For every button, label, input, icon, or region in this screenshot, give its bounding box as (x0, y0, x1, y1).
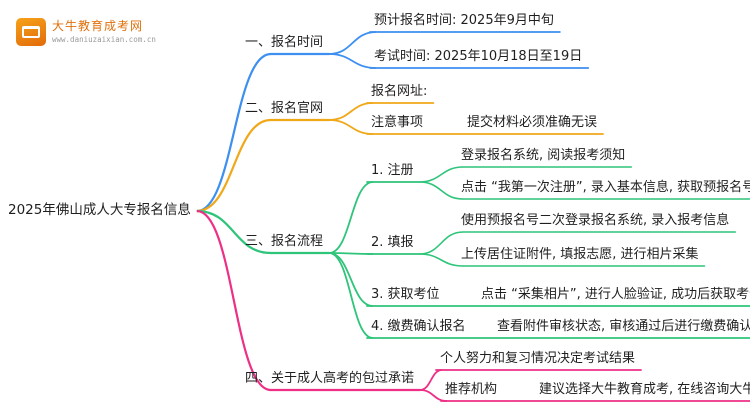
leaf-choose-daniu: 建议选择大牛教育成考, 在线咨询大牛老师 (539, 382, 750, 397)
leaf-accurate-materials: 提交材料必须准确无误 (467, 115, 598, 130)
root-to-branch-connector (196, 209, 271, 255)
node-recommended-org: 推荐机构 (445, 382, 498, 397)
leaf-first-register: 点击 “我第一次注册”, 录入基本信息, 获取预报名号 (461, 180, 750, 195)
child-to-leaf-connector (419, 231, 464, 255)
node-registration-url: 报名网址: (371, 84, 428, 99)
branch-to-child-connector (328, 252, 374, 339)
branch-registration-time: 一、报名时间 (245, 35, 324, 50)
branch-registration-process: 三、报名流程 (245, 234, 324, 249)
root-to-branch-connector (196, 52, 272, 213)
logo-url: www.daniuzaixian.com.cn (52, 35, 156, 44)
child-to-leaf-connector (419, 253, 464, 267)
branch-to-child-connector (419, 369, 443, 391)
node-notes: 注意事项 (371, 115, 424, 130)
child-to-leaf-connector (419, 166, 464, 183)
book-logo-icon (16, 18, 46, 46)
node-expected-registration-time: 预计报名时间: 2025年9月中旬 (374, 13, 554, 28)
node-step-pay: 4. 缴费确认报名 (371, 319, 466, 334)
leaf-login-read-notice: 登录报名系统, 阅读报考须知 (461, 148, 626, 163)
site-logo[interactable]: 大牛教育成考网 www.daniuzaixian.com.cn (16, 16, 216, 50)
leaf-upload-photo: 上传居住证附件, 填报志愿, 进行相片采集 (461, 247, 699, 262)
branch-official-site: 二、报名官网 (245, 101, 324, 116)
branch-to-child-connector (328, 181, 374, 254)
child-to-leaf-connector (419, 181, 464, 200)
leaf-second-login: 使用预报名号二次登录报名系统, 录入报考信息 (461, 213, 730, 228)
branch-to-child-connector (328, 31, 377, 55)
logo-name: 大牛教育成考网 (52, 19, 144, 33)
root-to-branch-connector (196, 209, 272, 392)
branch-to-child-connector (329, 119, 374, 135)
leaf-face-verify: 点击 “采集相片”, 进行人脸验证, 成功后获取考位 (481, 287, 750, 302)
branch-to-child-connector (329, 53, 377, 69)
node-step-register: 1. 注册 (371, 163, 414, 178)
branch-to-child-connector (419, 389, 448, 402)
root-node: 2025年佛山成人大专报名信息 (8, 202, 191, 218)
node-step-seat: 3. 获取考位 (371, 287, 440, 302)
node-personal-effort: 个人努力和复习情况决定考试结果 (440, 351, 636, 366)
root-to-branch-connector (196, 118, 271, 213)
branch-to-child-connector (328, 102, 374, 121)
branch-pass-promise: 四、关于成人高考的包过承诺 (245, 371, 415, 386)
leaf-payment-confirm: 查看附件审核状态, 审核通过后进行缴费确认 (497, 319, 750, 334)
node-step-fill: 2. 填报 (371, 235, 414, 250)
node-exam-time: 考试时间: 2025年10月18日至19日 (374, 49, 583, 64)
